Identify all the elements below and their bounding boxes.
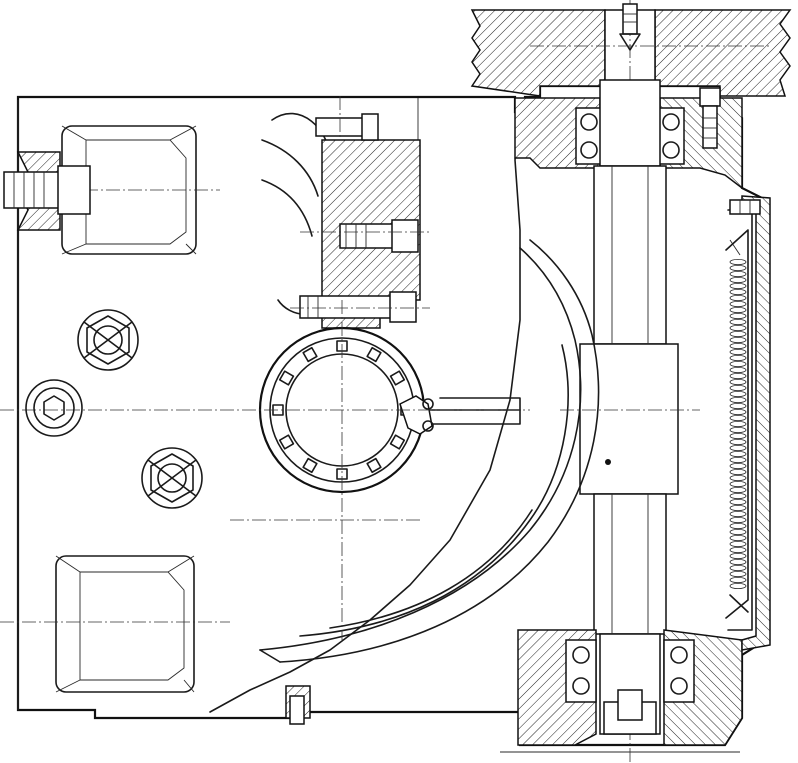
hex-socket-plug: [25, 379, 83, 437]
spring-coil: [729, 583, 747, 590]
lower-cover: [0, 555, 230, 693]
spring-coil: [729, 432, 747, 439]
spring-coil: [729, 480, 747, 487]
lower-bearing-housing: [500, 629, 743, 753]
spline-tooth: [278, 434, 295, 450]
spring-coil: [729, 529, 747, 536]
spring-coil: [729, 541, 747, 548]
ball-bearing-icon: [565, 639, 597, 703]
spring-coil: [729, 565, 747, 572]
spring-coil: [729, 288, 747, 295]
spring-coil: [729, 348, 747, 355]
spring-coil: [729, 402, 747, 409]
spline-tooth: [278, 370, 295, 386]
hex-nut-icon: [141, 447, 203, 509]
spring-coil: [729, 384, 747, 391]
spring-coil: [729, 498, 747, 505]
spring-coil: [729, 270, 747, 277]
spring-coil: [729, 510, 747, 517]
cap-screw-icon: [699, 87, 721, 149]
spring-coil: [729, 426, 747, 433]
spring-coil: [729, 294, 747, 301]
spline-tooth: [302, 346, 318, 363]
spring-coil: [729, 571, 747, 578]
spring-coil: [729, 276, 747, 283]
spring-coil: [729, 468, 747, 475]
spring-coil: [729, 390, 747, 397]
spring-coil: [729, 306, 747, 313]
spring-coil: [729, 366, 747, 373]
spring-coil: [729, 450, 747, 457]
spline-tooth: [366, 346, 382, 363]
spring-coil: [729, 444, 747, 451]
spring-coil: [729, 264, 747, 271]
threaded-boss-left: [3, 151, 91, 231]
spring-coil: [729, 438, 747, 445]
hex-nut-icon: [77, 309, 139, 371]
side-cover: [727, 195, 771, 651]
spring-coil: [729, 408, 747, 415]
spring-coil: [729, 318, 747, 325]
spring-coil: [729, 577, 747, 584]
spring-coil: [729, 324, 747, 331]
spring-coil: [729, 474, 747, 481]
cap-screw-icon: [285, 685, 311, 725]
spring-coil: [729, 282, 747, 289]
upper-bearing-housing: [514, 87, 743, 190]
spring-coil: [729, 492, 747, 499]
spring-coil: [729, 378, 747, 385]
spring-coil: [729, 420, 747, 427]
spring-coil: [729, 300, 747, 307]
spring-coil: [729, 504, 747, 511]
spring-coil: [729, 354, 747, 361]
spring-coil: [729, 553, 747, 560]
hex-nut-upper: [77, 309, 139, 371]
spline-tooth: [389, 370, 406, 386]
ball-bearing-icon: [657, 107, 685, 165]
threaded-boss: [261, 112, 432, 329]
spring-coil: [729, 414, 747, 421]
worm-wheel: [259, 239, 600, 663]
spring-coil: [729, 330, 747, 337]
spring-coil: [729, 486, 747, 493]
spring-coil: [729, 456, 747, 463]
cap-screw-icon: [729, 199, 761, 215]
spring-coil: [729, 559, 747, 566]
spring-coil: [729, 396, 747, 403]
ball-bearing-icon: [575, 107, 603, 165]
spring-coil: [729, 342, 747, 349]
spline-tooth: [366, 457, 382, 474]
splined-hub: [0, 300, 530, 640]
spring-coil: [729, 547, 747, 554]
hex-nut-lower: [141, 447, 203, 509]
ball-bearing-icon: [663, 639, 695, 703]
spring-icon: [729, 258, 747, 590]
spline-tooth: [389, 434, 406, 450]
spring-coil: [729, 462, 747, 469]
spring-coil: [729, 523, 747, 530]
spline-tooth: [302, 457, 318, 474]
spring-coil: [729, 372, 747, 379]
spring-coil: [729, 312, 747, 319]
spring-coil: [729, 336, 747, 343]
spring-coil: [729, 258, 747, 265]
return-spring: [725, 229, 749, 619]
spring-coil: [729, 517, 747, 524]
worm-shaft: [579, 79, 679, 735]
spring-coil: [729, 360, 747, 367]
spring-coil: [729, 535, 747, 542]
